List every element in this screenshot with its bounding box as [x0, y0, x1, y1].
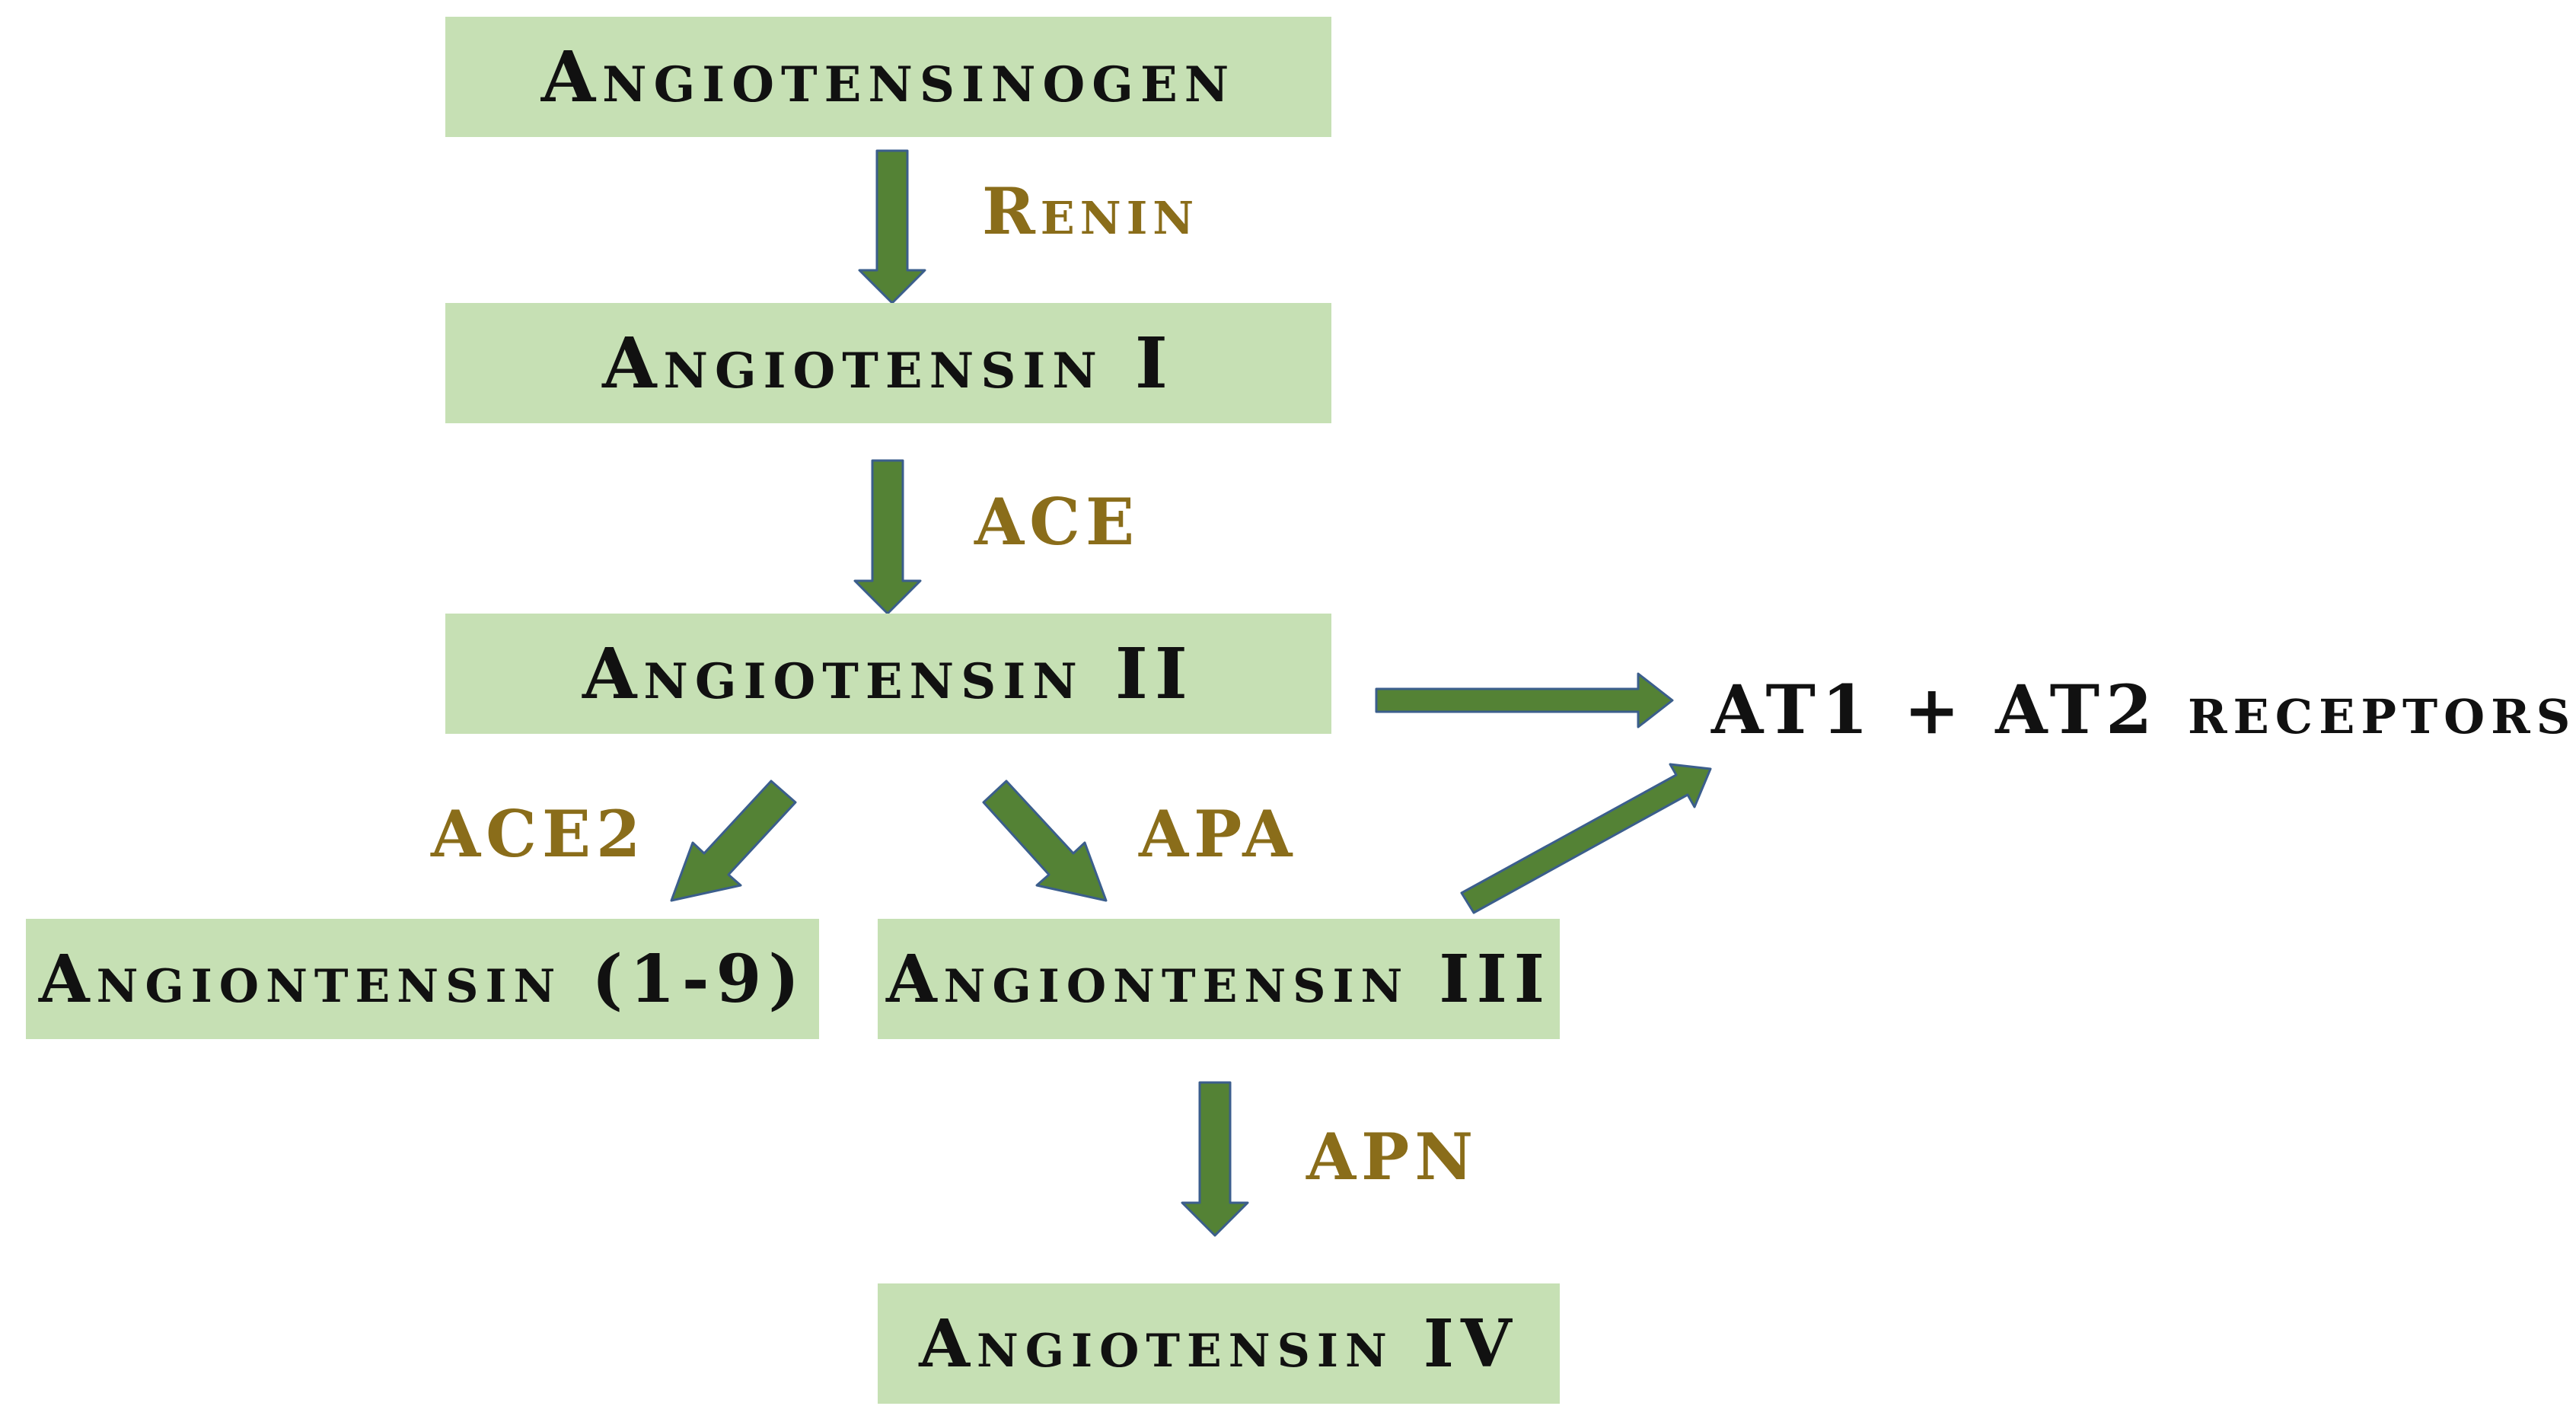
arrow-iii-to-receptors — [1460, 763, 1712, 914]
node-label: Angiotensin II — [582, 633, 1194, 715]
node-angiotensin-iv: Angiotensin IV — [878, 1283, 1560, 1404]
arrow-to-receptors — [1375, 672, 1674, 729]
arrow-ace — [853, 459, 922, 615]
node-label: Angiotensin I — [602, 322, 1175, 404]
enzyme-ace: ACE — [974, 484, 1140, 560]
node-angiontensin-1-9: Angiontensin (1-9) — [26, 919, 819, 1039]
enzyme-apn: APN — [1306, 1119, 1479, 1194]
node-angiotensin-ii: Angiotensin II — [445, 614, 1331, 734]
node-label: Angiotensinogen — [540, 36, 1236, 118]
arrow-apa — [982, 780, 1108, 902]
node-label: Angiontensin (1-9) — [38, 940, 807, 1018]
ras-pathway-diagram: Angiotensinogen Angiotensin I Angiotensi… — [26, 17, 2570, 1404]
node-angiontensin-iii: Angiontensin III — [878, 919, 1560, 1039]
node-label: Angiontensin III — [885, 940, 1552, 1018]
node-angiotensin-i: Angiotensin I — [445, 303, 1331, 423]
receptor-target-label: AT1 + AT2 receptors — [1711, 670, 2576, 749]
enzyme-ace2: ACE2 — [431, 796, 646, 872]
enzyme-renin: Renin — [982, 174, 1200, 249]
arrow-renin — [858, 149, 926, 304]
node-label: Angiotensin IV — [919, 1305, 1519, 1382]
arrow-apn — [1181, 1081, 1249, 1237]
arrow-ace2 — [670, 780, 797, 902]
node-angiotensinogen: Angiotensinogen — [445, 17, 1331, 137]
arrow-layer — [670, 149, 1712, 1237]
enzyme-apa: APA — [1139, 796, 1298, 872]
